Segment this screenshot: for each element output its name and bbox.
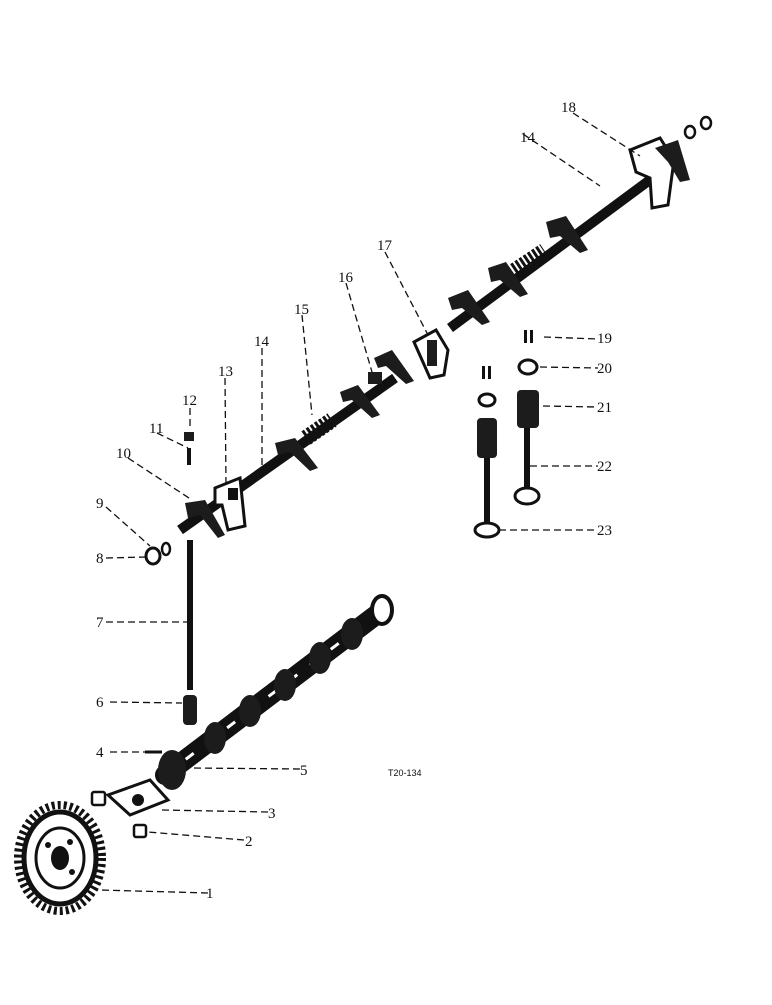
rocker-arm-5 xyxy=(448,290,490,325)
bolt-upper xyxy=(90,790,107,807)
rocker-arm-2 xyxy=(275,438,318,471)
pedestal-bracket xyxy=(213,475,247,532)
callout-13: 13 xyxy=(218,364,233,380)
callout-2: 2 xyxy=(245,834,253,850)
center-bracket xyxy=(412,327,450,380)
rocker-arm-6 xyxy=(488,262,528,297)
camshaft xyxy=(155,594,394,790)
callout-21: 21 xyxy=(597,400,612,416)
thrust-plate xyxy=(105,778,171,817)
valve-left xyxy=(473,458,501,539)
callout-8: 8 xyxy=(96,551,104,567)
callout-14-upper: 14 xyxy=(520,130,536,146)
bolt-lower xyxy=(132,823,148,839)
callout-10: 10 xyxy=(116,446,131,462)
valve-retainer-right xyxy=(517,358,539,376)
callout-5: 5 xyxy=(300,763,308,779)
callout-14-lower: 14 xyxy=(254,334,270,350)
callout-18: 18 xyxy=(561,100,576,116)
callout-17: 17 xyxy=(377,238,393,254)
callout-1: 1 xyxy=(206,886,214,902)
callout-labels: 1 2 3 4 5 6 7 8 9 10 11 12 13 14 14 15 1… xyxy=(96,100,612,902)
end-washers xyxy=(683,115,713,140)
callout-3: 3 xyxy=(268,806,276,822)
washer-upper xyxy=(160,541,172,557)
callout-16: 16 xyxy=(338,270,354,286)
callout-4: 4 xyxy=(96,745,104,761)
timing-gear xyxy=(14,801,106,915)
valve-right xyxy=(513,428,541,506)
callout-20: 20 xyxy=(597,361,612,377)
spacer xyxy=(368,372,382,384)
rocker-arm-front xyxy=(185,500,225,538)
callout-15: 15 xyxy=(294,302,309,318)
callout-23: 23 xyxy=(597,523,612,539)
valve-collets-left xyxy=(482,366,491,379)
adjusting-nut xyxy=(184,432,194,441)
tappet xyxy=(183,695,197,725)
washer-lower xyxy=(144,546,162,566)
valve-spring-right xyxy=(517,390,539,428)
rocker-spring-lower xyxy=(301,413,337,445)
rocker-arm-4 xyxy=(374,350,414,384)
valve-collets-right xyxy=(524,330,533,343)
drawing-code: T20-134 xyxy=(388,768,422,778)
rocker-arm-7 xyxy=(546,216,588,253)
callout-22: 22 xyxy=(597,459,612,475)
leader-lines xyxy=(99,112,641,894)
callout-7: 7 xyxy=(96,615,104,631)
valve-retainer-left xyxy=(477,392,497,408)
rocker-shaft-upper xyxy=(447,160,673,333)
callout-9: 9 xyxy=(96,496,104,512)
rocker-spring-upper xyxy=(510,244,548,276)
callout-12: 12 xyxy=(182,393,197,409)
callout-19: 19 xyxy=(597,331,612,347)
callout-6: 6 xyxy=(96,695,104,711)
callout-11: 11 xyxy=(149,421,163,437)
valve-spring-left xyxy=(477,418,497,458)
rear-bracket xyxy=(628,136,690,210)
rocker-arm-3 xyxy=(340,385,380,418)
